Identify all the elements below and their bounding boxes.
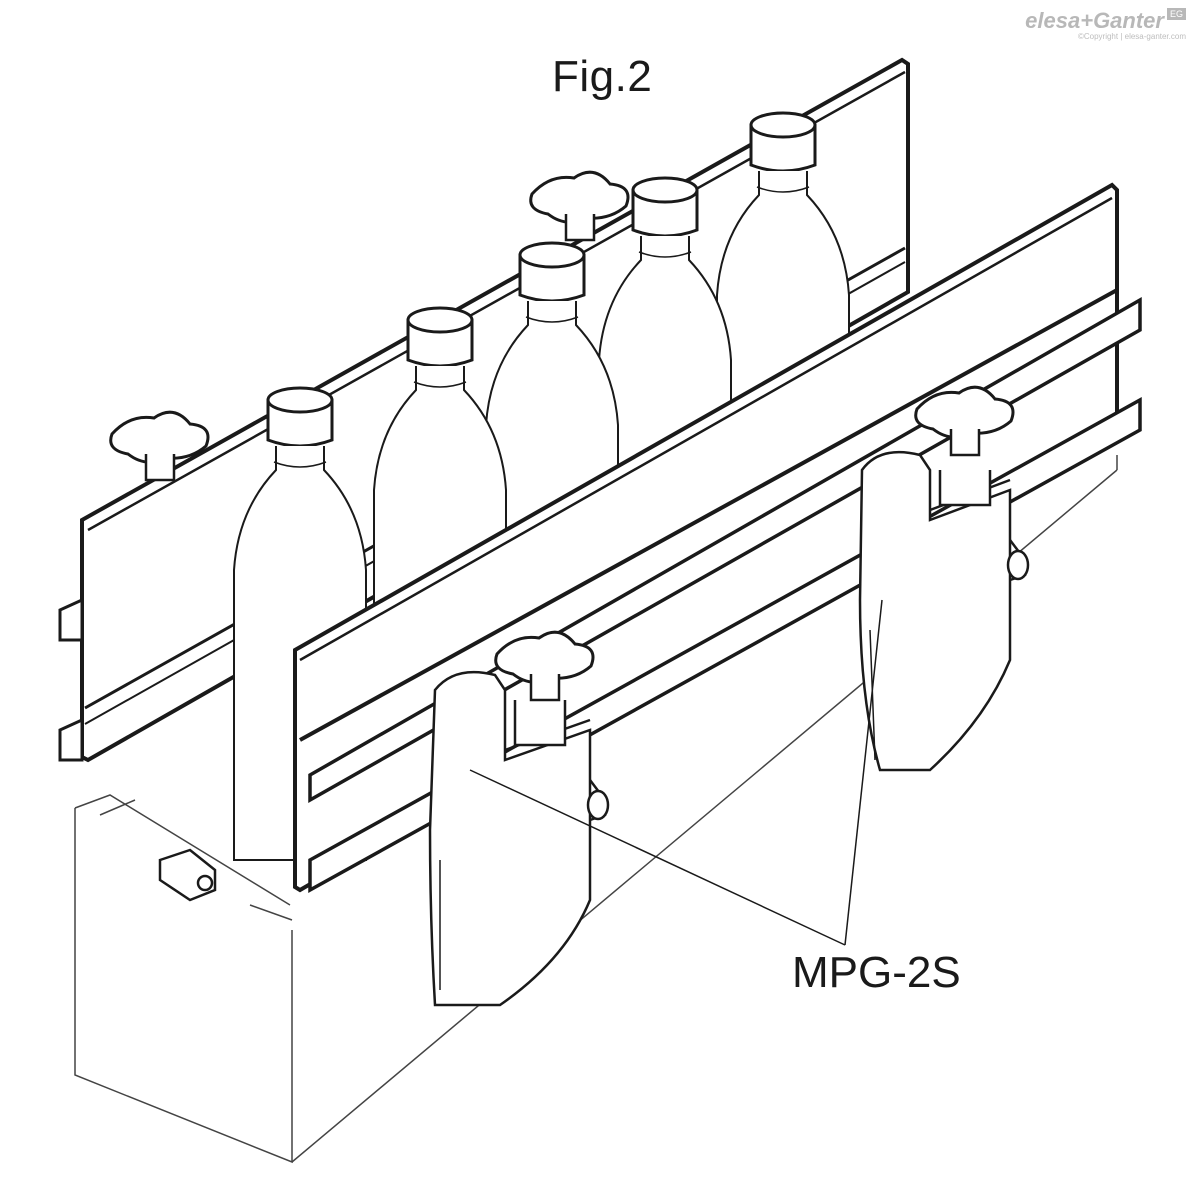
- clamp-mpg-2s-right: [858, 450, 1030, 772]
- base-bracket: [158, 848, 217, 902]
- part-label: MPG-2S: [792, 948, 961, 997]
- leader-lines: [469, 599, 883, 946]
- figure-title: Fig.2: [552, 52, 653, 101]
- brand-badge: EG: [1166, 8, 1186, 20]
- brand-name: elesa+Ganter: [1025, 8, 1164, 33]
- clamp-mpg-2s-left: [428, 670, 610, 1007]
- brand-copyright: ©Copyright | elesa-ganter.com: [1077, 32, 1186, 41]
